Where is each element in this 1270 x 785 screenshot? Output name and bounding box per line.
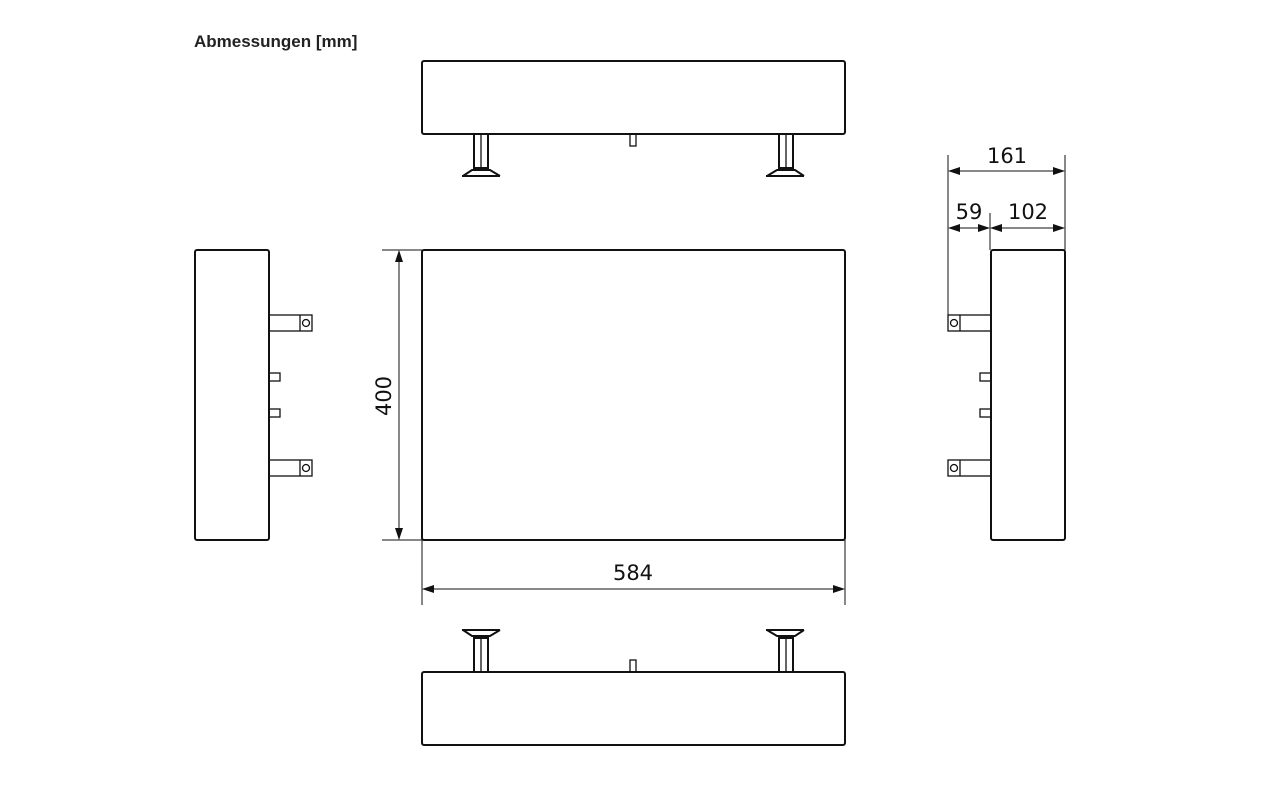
- top-view-body: [421, 60, 846, 135]
- left-side-bracket-lower: [268, 459, 313, 477]
- right-side-body: [990, 249, 1066, 541]
- right-side-view: [947, 249, 1066, 541]
- right-side-tab-lower: [979, 408, 992, 418]
- bottom-view: [421, 629, 846, 746]
- bottom-view-body: [421, 671, 846, 746]
- front-view-body: [421, 249, 846, 541]
- top-view-center-tab: [629, 133, 637, 147]
- depth-dimensions: 161 59 102: [947, 144, 1066, 315]
- height-label: 400: [372, 376, 396, 416]
- depth-total-label: 161: [987, 144, 1027, 168]
- right-side-bracket-upper: [947, 314, 992, 332]
- bottom-view-center-tab: [629, 659, 637, 673]
- bottom-view-bracket-right: [766, 629, 805, 673]
- left-side-view: [194, 249, 313, 541]
- left-side-body: [194, 249, 270, 541]
- right-side-bracket-lower: [947, 459, 992, 477]
- drawing-title: Abmessungen [mm]: [194, 32, 358, 51]
- left-side-tab-upper: [268, 372, 281, 382]
- top-view-bracket-right: [766, 133, 805, 177]
- top-view: [421, 60, 846, 177]
- front-view: [421, 249, 846, 541]
- top-view-bracket-left: [462, 133, 501, 177]
- width-label: 584: [613, 561, 653, 585]
- depth-wall-label: 59: [956, 200, 983, 224]
- depth-body-label: 102: [1008, 200, 1048, 224]
- height-dimension: 400: [372, 249, 422, 541]
- bottom-view-bracket-left: [462, 629, 501, 673]
- width-dimension: 584: [421, 540, 846, 605]
- right-side-tab-upper: [979, 372, 992, 382]
- left-side-bracket-upper: [268, 314, 313, 332]
- left-side-tab-lower: [268, 408, 281, 418]
